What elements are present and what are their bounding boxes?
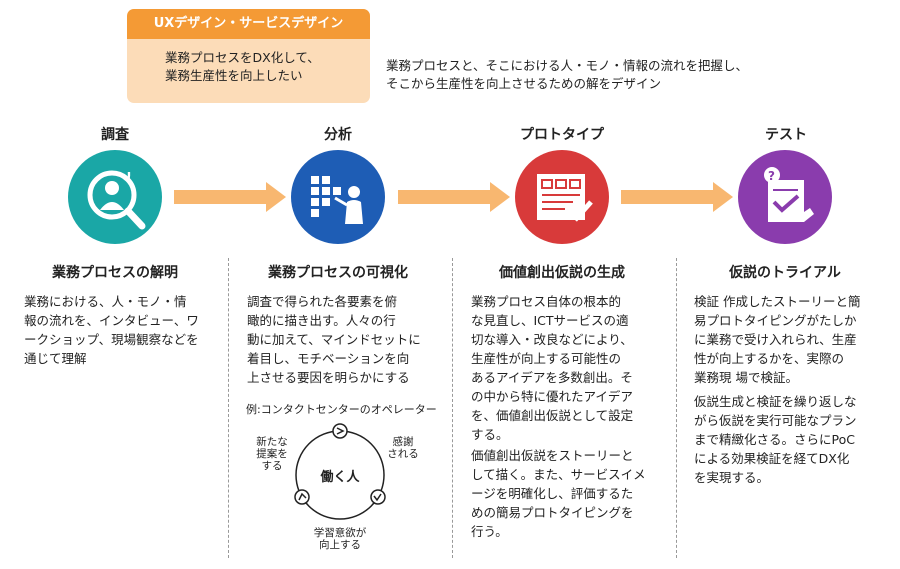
column-divider	[676, 258, 677, 558]
arrow-right-icon	[174, 182, 286, 212]
column-divider	[228, 258, 229, 558]
body-test: 検証 作成したストーリーと簡 易プロトタイピングがたしか に業務で受け入れられ、…	[694, 294, 861, 385]
cycle-label-thanked: 感謝 される	[387, 436, 419, 460]
research-circle: !	[68, 150, 162, 244]
step-title-research: 調査	[101, 127, 129, 143]
body-prototype: 業務プロセス自体の根本的 な見直し、ICTサービスの適 切な導入・改良などにより…	[471, 294, 634, 442]
heading-analysis: 業務プロセスの可視化	[268, 265, 408, 281]
heading-test: 仮説のトライアル	[729, 265, 841, 281]
description-text: 業務プロセスと、そこにおける人・モノ・情報の流れを把握し、 そこから生産性を向上…	[386, 58, 749, 91]
cycle-label-motivation: 学習意欲が 向上する	[313, 527, 367, 551]
category-label: UXデザイン・サービスデザイン	[127, 9, 370, 39]
analysis-presenter-icon	[311, 176, 363, 224]
body-prototype-2: 価値創出仮説をストーリーと して描く。また、サービスイメ ージを明確化し、評価す…	[471, 448, 646, 539]
step-title-analysis: 分析	[324, 127, 352, 143]
example-title: 例:コンタクトセンターのオペレーター	[246, 403, 437, 416]
cycle-label-propose: 新たな 提案を する	[256, 436, 288, 472]
cycle-diagram	[294, 423, 386, 520]
step-title-prototype: プロトタイプ	[520, 127, 604, 143]
prototype-circle	[515, 150, 609, 244]
magnifier-person-icon: !	[87, 170, 146, 230]
goal-text: 業務プロセスをDX化して、 業務生産性を向上したい	[165, 50, 320, 83]
body-research: 業務における、人・モノ・情 報の流れを、インタビュー、ワ ークショップ、現場観察…	[24, 294, 199, 366]
body-analysis: 調査で得られた各要素を俯 瞰的に描き出す。人々の行 動に加えて、マインドセットに…	[247, 294, 421, 385]
cycle-arrow-icon	[332, 423, 348, 439]
arrow-right-icon	[398, 182, 510, 212]
body-test-2: 仮説生成と検証を繰り返しな がら仮説を実行可能なプラン まで精緻化さる。さらにP…	[694, 394, 857, 485]
cycle-arrow-icon	[370, 489, 386, 505]
heading-research: 業務プロセスの解明	[52, 265, 178, 281]
heading-prototype: 価値創出仮説の生成	[499, 265, 625, 281]
column-divider	[452, 258, 453, 558]
prototype-sketch-icon	[537, 174, 593, 222]
svg-text:?: ?	[768, 169, 775, 183]
test-circle: ?	[738, 150, 832, 244]
ux-service-design-box: UXデザイン・サービスデザイン 業務プロセスをDX化して、 業務生産性を向上した…	[127, 9, 370, 103]
analysis-circle	[291, 150, 385, 244]
svg-text:!: !	[126, 171, 132, 186]
cycle-center-label: 働く人	[320, 470, 360, 485]
arrow-right-icon	[621, 182, 733, 212]
test-checklist-icon: ?	[764, 167, 814, 222]
cycle-arrow-icon	[294, 489, 310, 505]
step-title-test: テスト	[765, 127, 807, 143]
